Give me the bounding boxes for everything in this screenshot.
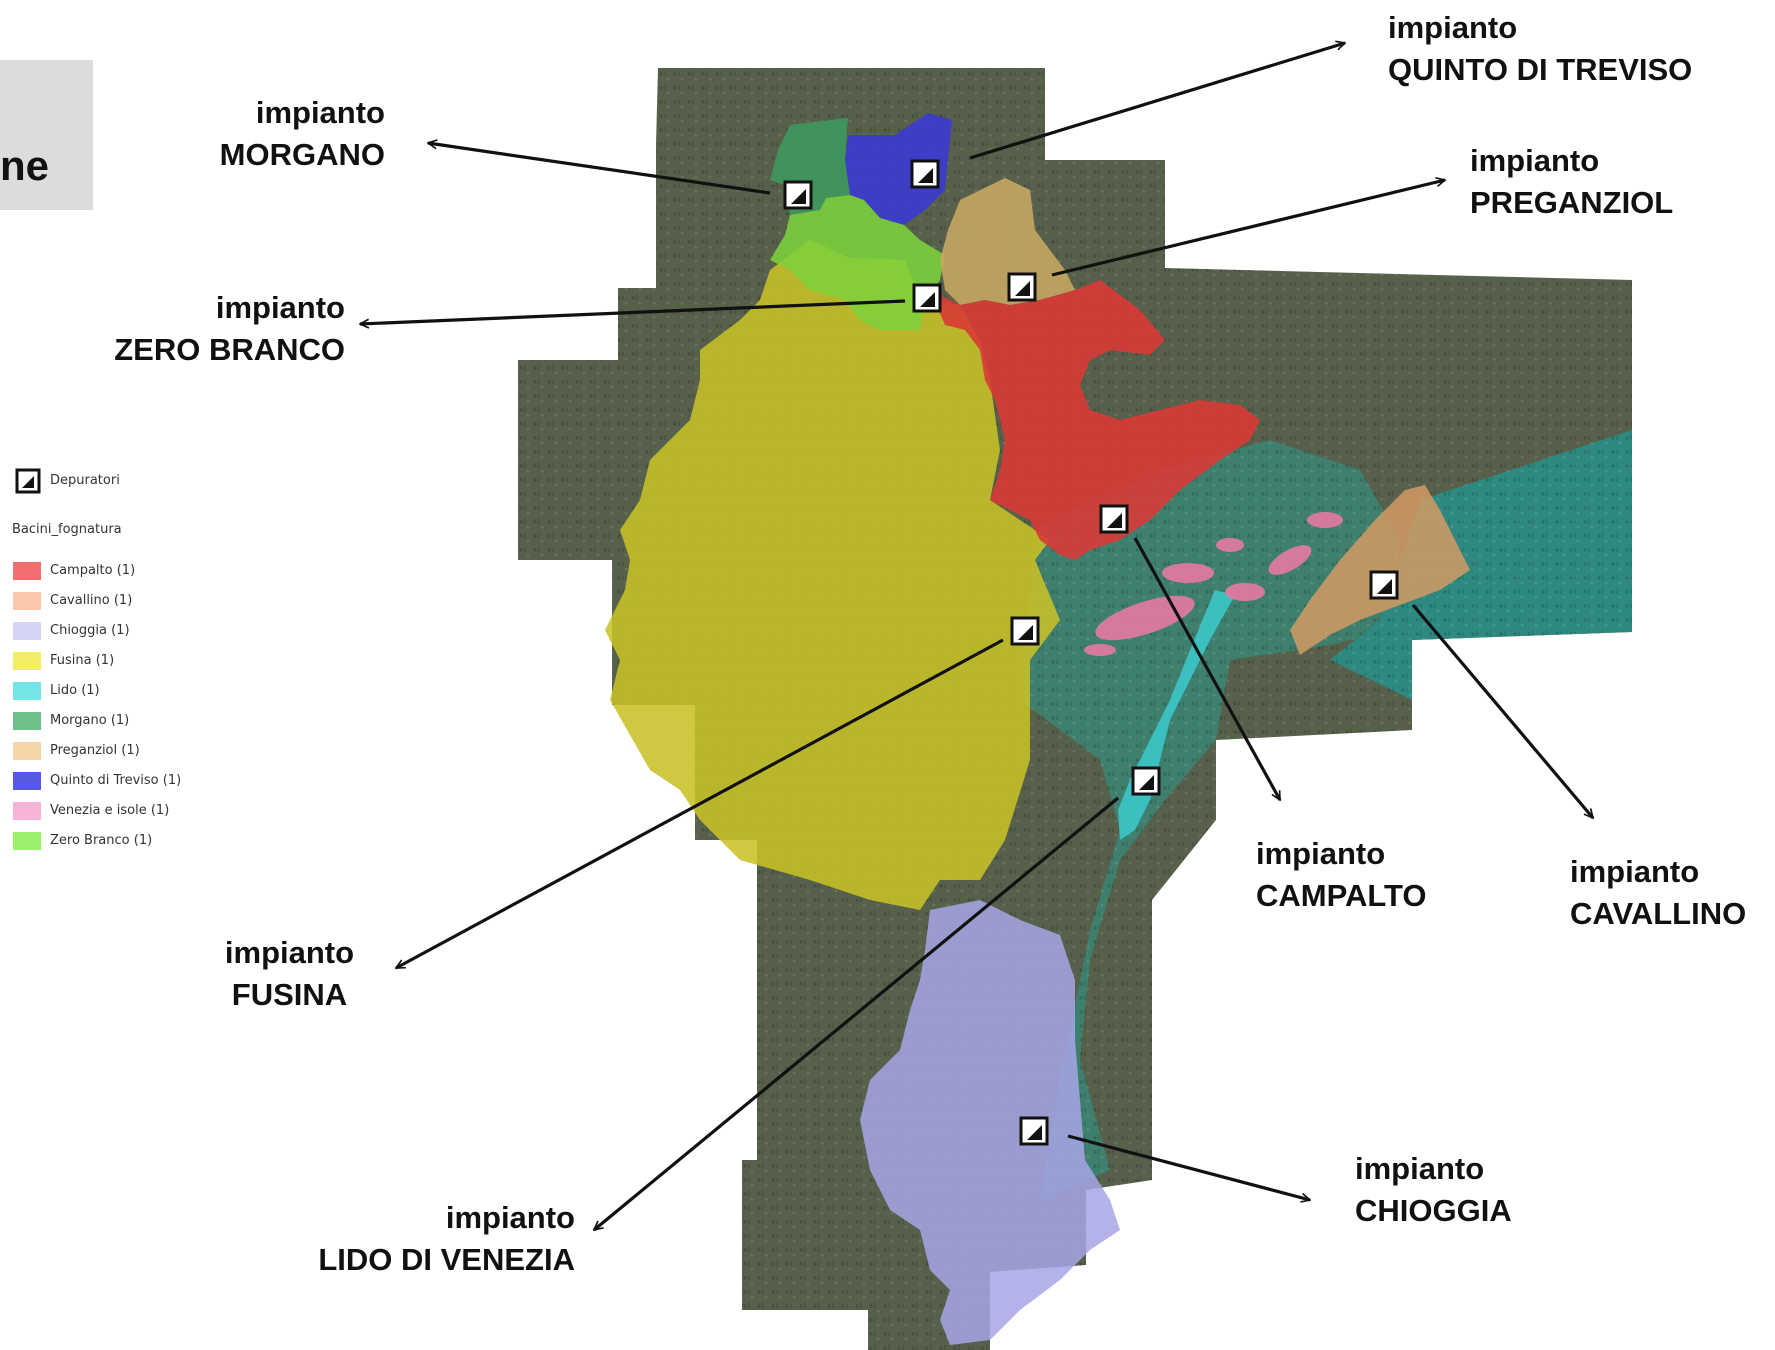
legend-swatch <box>13 772 41 790</box>
legend-item-label: Venezia e isole (1) <box>50 803 170 818</box>
label-cavallino-line1: impianto <box>1570 854 1700 889</box>
legend-item-label: Fusina (1) <box>50 653 115 668</box>
plant-symbol-quinto <box>910 159 940 189</box>
label-zero-branco-line2: ZERO BRANCO <box>114 332 345 367</box>
legend-item-label: Quinto di Treviso (1) <box>50 773 182 788</box>
plant-symbol-campalto <box>1099 504 1129 534</box>
legend-point-layer-label: Depuratori <box>50 473 120 488</box>
legend-swatch <box>13 832 41 850</box>
legend-polygon-layer-label: Bacini_fognatura <box>12 522 122 537</box>
basin-quinto-di-treviso <box>845 113 952 225</box>
label-quinto-line1: impianto <box>1388 10 1518 45</box>
legend-swatch <box>13 652 41 670</box>
label-cavallino: impianto CAVALLINO <box>1570 851 1746 935</box>
label-zero-branco: impianto ZERO BRANCO <box>114 287 345 371</box>
legend-polygon-layer: Bacini_fognatura <box>12 522 122 542</box>
callout-arrows <box>360 43 1595 1232</box>
label-morgano-line2: MORGANO <box>219 137 385 172</box>
arrow-cavallino <box>1411 603 1595 818</box>
label-morgano: impianto MORGANO <box>220 92 385 176</box>
arrow-quinto <box>969 43 1345 160</box>
legend-item-label: Campalto (1) <box>50 563 136 578</box>
depuratori-layer <box>783 159 1399 1146</box>
label-preganziol: impianto PREGANZIOL <box>1470 140 1673 224</box>
arrow-lido <box>594 796 1120 1232</box>
sewer-basins <box>605 113 1470 1345</box>
label-lido-di-venezia: impianto LIDO DI VENEZIA <box>318 1197 575 1281</box>
plant-symbol-fusina <box>1010 616 1040 646</box>
label-campalto-line2: CAMPALTO <box>1256 878 1427 913</box>
legend-item-label: Cavallino (1) <box>50 593 133 608</box>
plant-symbol-zero-branco <box>912 283 942 313</box>
label-fusina: impianto FUSINA <box>212 932 367 1016</box>
arrow-morgano <box>428 143 771 195</box>
label-fusina-line2: FUSINA <box>231 977 348 1012</box>
header-panel <box>0 60 93 210</box>
legend-item-label: Morgano (1) <box>50 713 130 728</box>
plant-symbol-icon <box>15 468 41 494</box>
label-preganziol-line1: impianto <box>1470 143 1600 178</box>
legend-item-label: Lido (1) <box>50 683 100 698</box>
legend-swatch <box>13 592 41 610</box>
basin-preganziol <box>940 178 1075 305</box>
basin-zero-branco <box>770 195 945 330</box>
plant-symbol-cavallino <box>1369 570 1399 600</box>
basin-chioggia <box>860 900 1120 1345</box>
legend-item-label: Preganziol (1) <box>50 743 140 758</box>
arrow-chioggia <box>1067 1134 1310 1200</box>
legend-swatch <box>13 802 41 820</box>
label-campalto: impianto CAMPALTO <box>1256 833 1427 917</box>
basin-fusina <box>605 240 1060 910</box>
label-chioggia-line2: CHIOGGIA <box>1355 1193 1512 1228</box>
label-zero-branco-line1: impianto <box>215 290 345 325</box>
basin-campalto <box>930 280 1260 560</box>
label-cavallino-line2: CAVALLINO <box>1570 896 1747 931</box>
plant-symbol-preganziol <box>1007 272 1037 302</box>
legend-swatch <box>13 682 41 700</box>
legend-swatch <box>13 622 41 640</box>
label-chioggia: impianto CHIOGGIA <box>1355 1148 1512 1232</box>
arrow-preganziol <box>1051 180 1445 277</box>
label-chioggia-line1: impianto <box>1355 1151 1485 1186</box>
basin-venezia-e-isole <box>1084 512 1343 656</box>
legend-swatch <box>13 712 41 730</box>
arrow-fusina <box>396 638 1004 970</box>
label-lido-line2: LIDO DI VENEZIA <box>318 1242 575 1277</box>
label-campalto-line1: impianto <box>1256 836 1386 871</box>
label-preganziol-line2: PREGANZIOL <box>1470 185 1674 220</box>
plant-symbol-morgano <box>783 180 813 210</box>
legend-swatch <box>13 742 41 760</box>
legend-item-label: Chioggia (1) <box>50 623 130 638</box>
label-morgano-line1: impianto <box>255 95 385 130</box>
basin-cavallino <box>1290 485 1470 655</box>
header-partial-text: ne <box>0 142 50 189</box>
arrow-zero-branco <box>360 299 906 324</box>
label-quinto-line2: QUINTO DI TREVISO <box>1388 52 1693 87</box>
plant-symbol-chioggia <box>1019 1116 1049 1146</box>
arrow-campalto <box>1133 537 1282 800</box>
label-lido-line1: impianto <box>445 1200 575 1235</box>
label-quinto-di-treviso: impianto QUINTO DI TREVISO <box>1388 7 1692 91</box>
plant-symbol-lido <box>1131 766 1161 796</box>
label-fusina-line1: impianto <box>224 935 355 970</box>
legend-item-label: Zero Branco (1) <box>50 833 153 848</box>
legend-swatch <box>13 562 41 580</box>
